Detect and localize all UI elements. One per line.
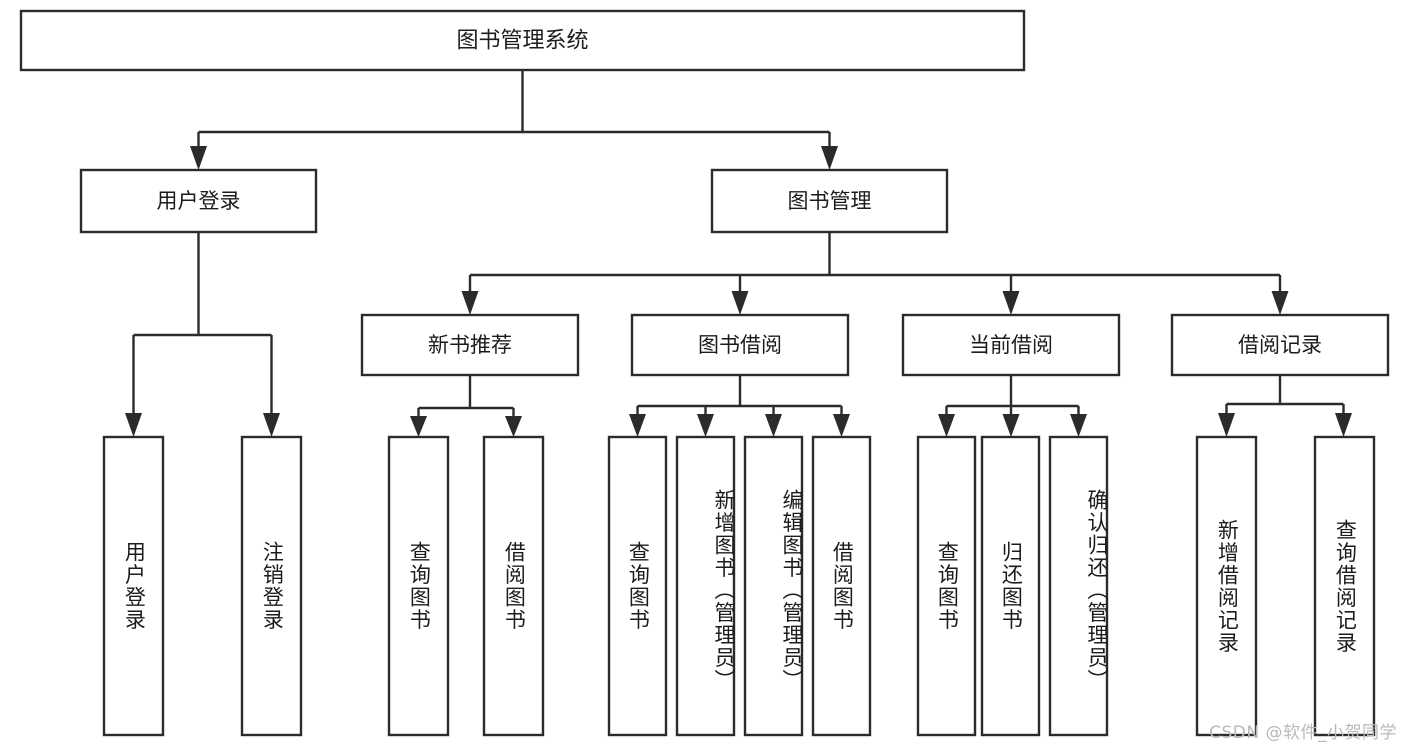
arrowhead-leaf-query-book-1: [410, 416, 427, 437]
arrowhead-leaf-borrow-book-2: [833, 414, 850, 437]
node-user-login-rect[interactable]: [79, 168, 318, 234]
arrowhead-to-current-borrow: [1002, 291, 1020, 315]
node-root[interactable]: 图书管理系统: [19, 9, 1026, 72]
node-book-borrow-rect[interactable]: [630, 313, 850, 377]
arrowhead-to-borrow-record: [1271, 291, 1289, 315]
node-current-borrow[interactable]: 当前借阅: [901, 313, 1121, 377]
edge-borrow-record-bus: [1225, 375, 1345, 416]
arrowhead-to-book-borrow: [731, 291, 749, 315]
arrowhead-to-book-mgmt: [821, 146, 838, 170]
node-book-borrow[interactable]: 图书借阅: [630, 313, 850, 377]
node-current-borrow-label: 当前借阅: [969, 333, 1053, 357]
edge-root-bus: [197, 70, 831, 150]
arrowhead-to-new-book-rec: [461, 291, 479, 315]
node-borrow-record[interactable]: 借阅记录: [1170, 313, 1390, 377]
leaf-rect-add-book[interactable]: [675, 435, 736, 737]
node-borrow-record-label: 借阅记录: [1238, 333, 1322, 357]
arrowhead-leaf-logout: [263, 413, 280, 437]
leaf-rect-user-login[interactable]: [102, 435, 165, 737]
leaf-rect-add-record[interactable]: [1195, 435, 1258, 737]
node-root-rect[interactable]: [19, 9, 1026, 72]
node-new-book-recommend-rect[interactable]: [360, 313, 580, 377]
leaf-rect-query-record[interactable]: [1313, 435, 1376, 737]
node-borrow-record-rect[interactable]: [1170, 313, 1390, 377]
node-user-login-label: 用户登录: [157, 189, 241, 213]
arrowhead-leaf-query-book-3: [938, 414, 955, 437]
leaf-rect-borrow-book-2[interactable]: [811, 435, 872, 737]
edge-user-login-bus: [132, 232, 273, 417]
leaf-rect-query-book-2[interactable]: [607, 435, 668, 737]
node-new-book-recommend[interactable]: 新书推荐: [360, 313, 580, 377]
csdn-watermark: CSDN @软件_小贺同学: [1209, 723, 1397, 743]
edge-book-mgmt-bus: [468, 232, 1282, 295]
leaf-rect-borrow-book-1[interactable]: [482, 435, 545, 737]
connector-layer: [125, 70, 1352, 437]
leaf-rect-layer: [102, 435, 1376, 737]
leaf-rect-edit-book[interactable]: [743, 435, 804, 737]
node-book-management[interactable]: 图书管理: [710, 168, 949, 234]
node-book-management-label: 图书管理: [788, 189, 872, 213]
edge-current-borrow-bus: [945, 375, 1080, 418]
arrowhead-to-user-login: [190, 146, 207, 170]
edge-book-borrow-bus: [636, 375, 843, 418]
node-book-borrow-label: 图书借阅: [698, 333, 782, 357]
node-book-management-rect[interactable]: [710, 168, 949, 234]
node-root-label: 图书管理系统: [456, 29, 588, 54]
leaf-rect-confirm-return[interactable]: [1048, 435, 1109, 737]
arrowhead-leaf-query-record: [1335, 413, 1352, 437]
arrowhead-leaf-return-book: [1002, 414, 1020, 437]
arrowhead-leaf-user-login: [125, 413, 142, 437]
arrowhead-leaf-add-book: [697, 414, 714, 437]
edge-new-book-rec-bus: [417, 375, 515, 420]
leaf-rect-query-book-3[interactable]: [916, 435, 977, 737]
leaf-rect-return-book[interactable]: [980, 435, 1041, 737]
node-user-login[interactable]: 用户登录: [79, 168, 318, 234]
arrowhead-leaf-edit-book: [765, 414, 782, 437]
arrowhead-leaf-borrow-book-1: [505, 416, 522, 437]
leaf-rect-logout[interactable]: [240, 435, 303, 737]
arrowhead-leaf-add-record: [1218, 413, 1235, 437]
arrowhead-leaf-confirm-return: [1070, 414, 1087, 437]
arrowhead-leaf-query-book-2: [629, 414, 646, 437]
node-new-book-recommend-label: 新书推荐: [428, 333, 512, 357]
node-current-borrow-rect[interactable]: [901, 313, 1121, 377]
leaf-rect-query-book-1[interactable]: [387, 435, 450, 737]
